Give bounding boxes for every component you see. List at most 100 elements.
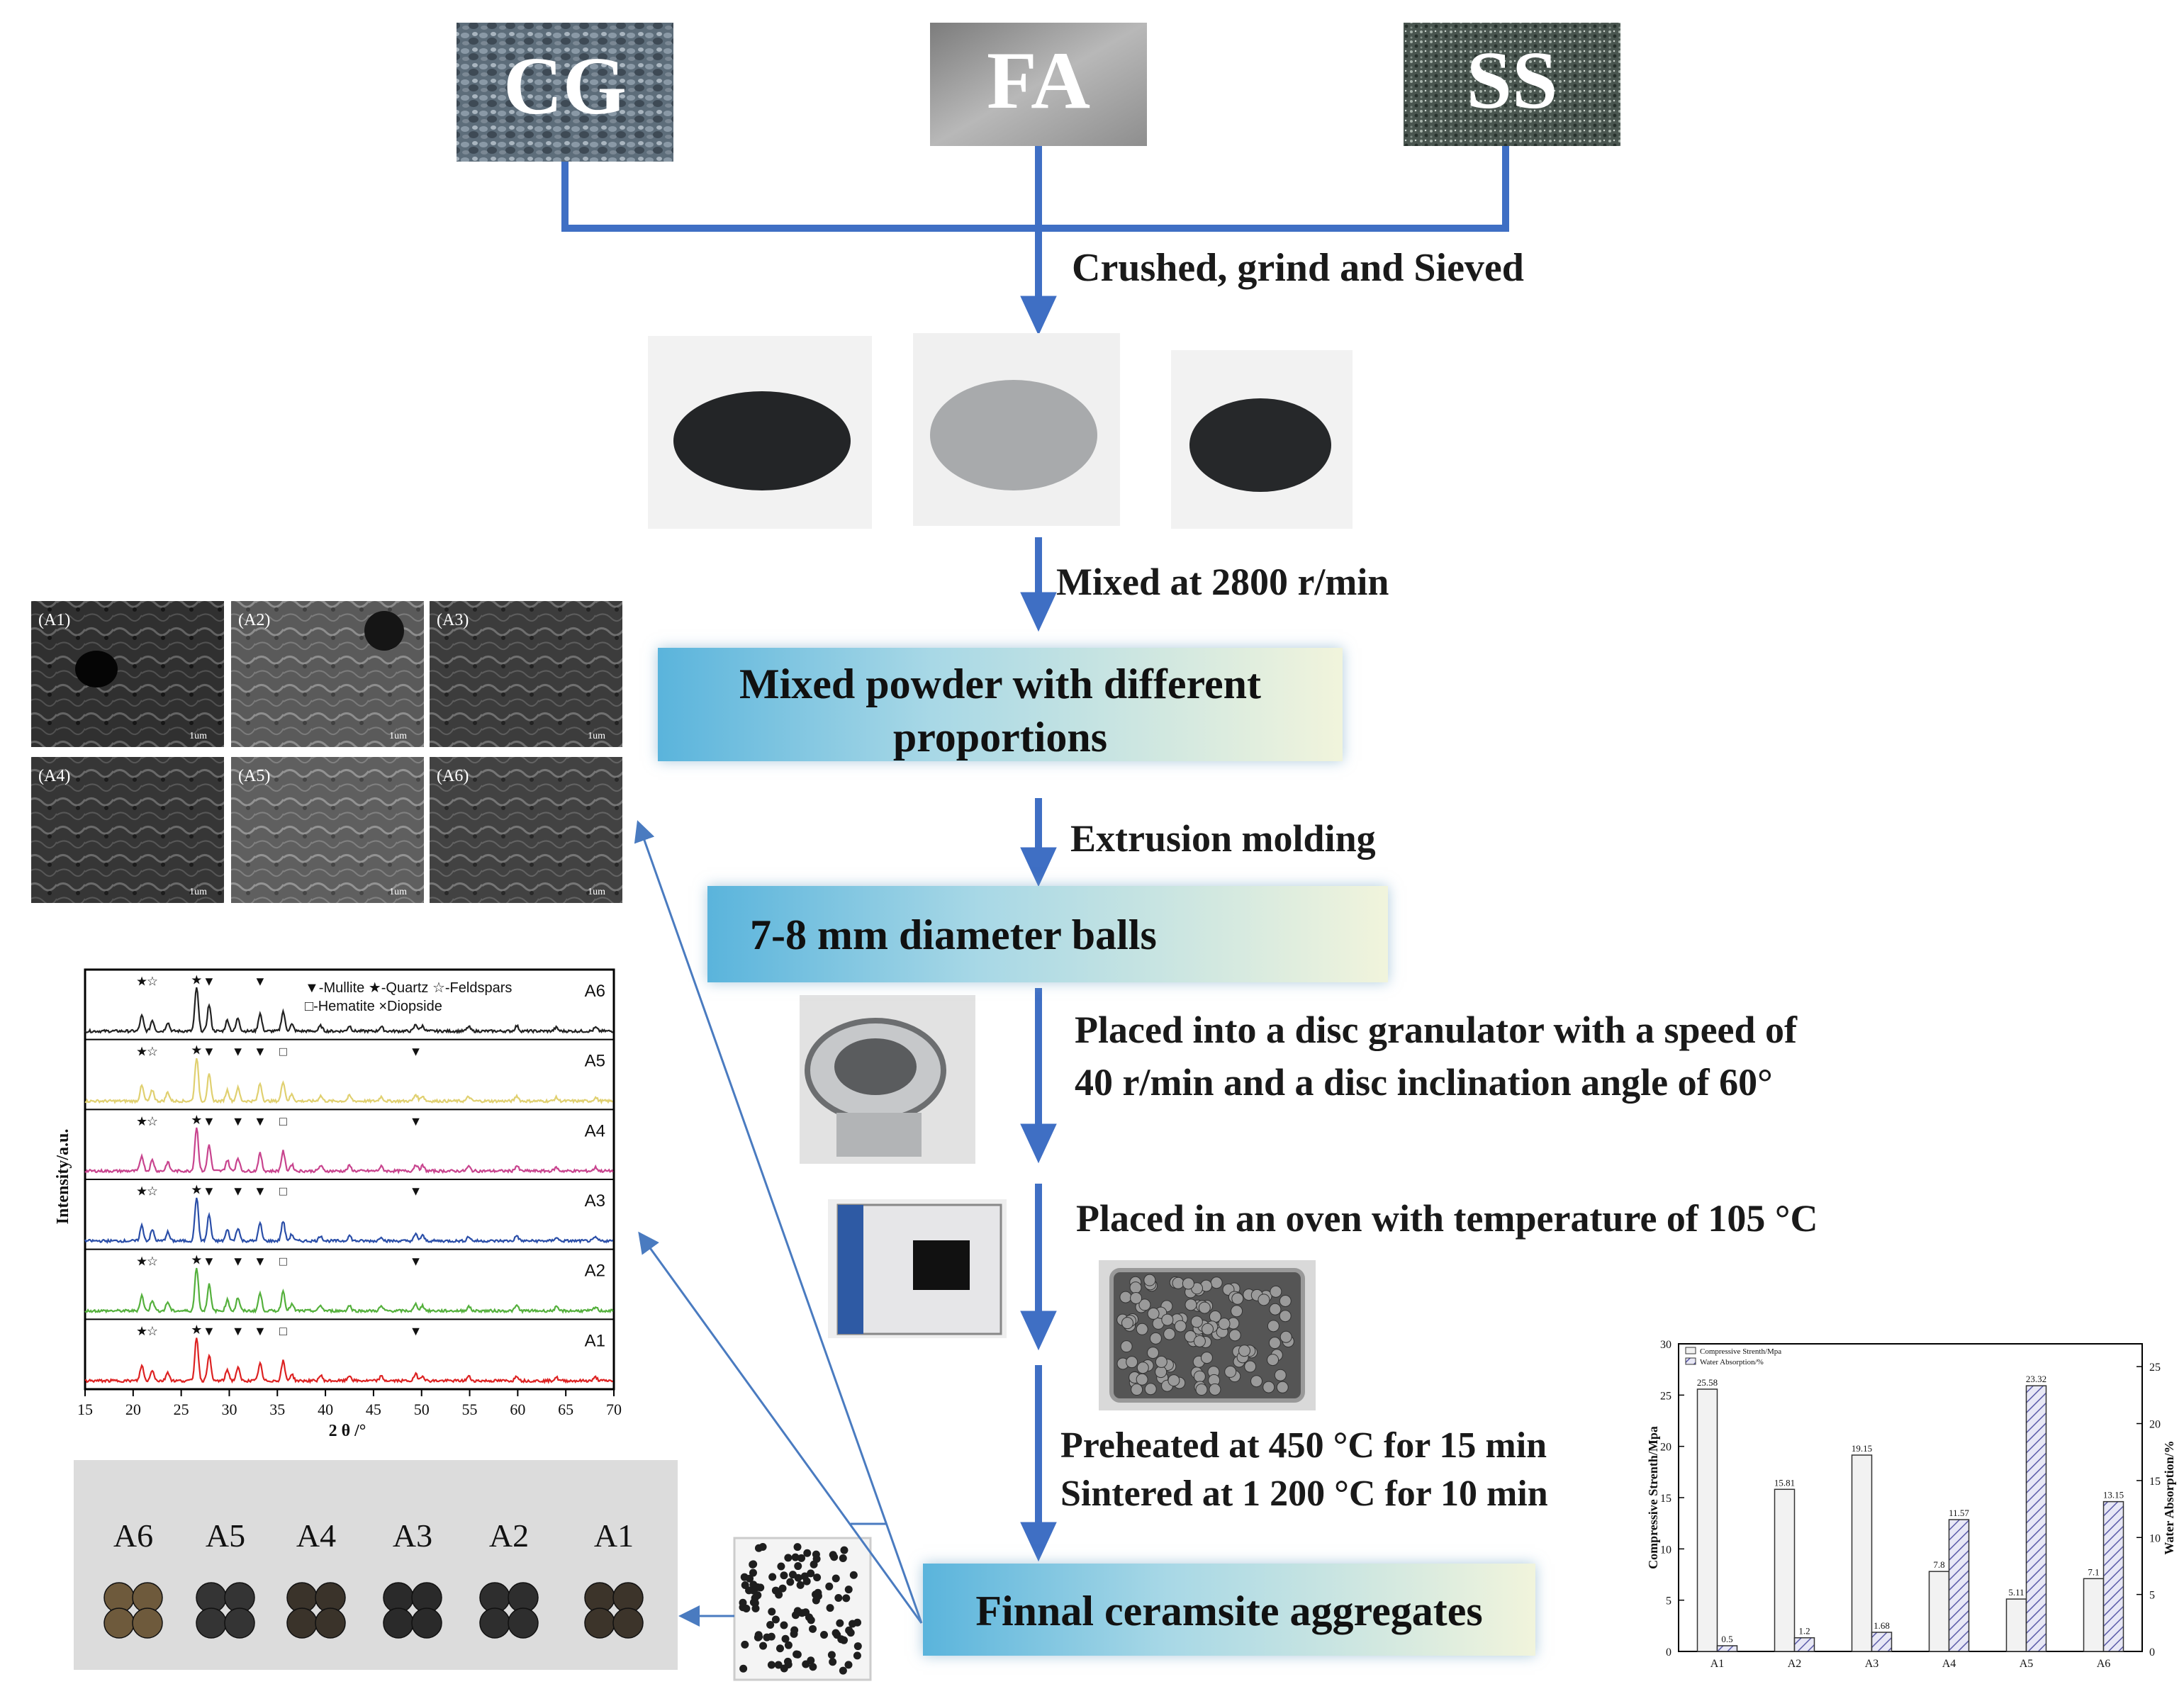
bar-x-tick: A2 [1788,1658,1802,1670]
balls-box: 7-8 mm diameter balls [707,886,1388,982]
xrd-peak-marker: ▼ [410,1044,422,1058]
sem-image-5: (A5) 1um [231,757,424,903]
xrd-x-tick: 20 [125,1401,141,1418]
xrd-peak-marker: ★ [191,1183,202,1197]
xrd-chart: A6★☆▼▼★A5★☆▼▼▼□▼★A4★☆▼▼▼□▼★A3★☆▼▼▼□▼★A2★… [54,968,622,1440]
bar-y2-tick: 25 [2149,1362,2161,1374]
sem-scale: 1um [588,731,605,741]
xrd-pattern-a1 [84,1337,613,1384]
xrd-x-tick: 25 [174,1401,189,1418]
sample-balls [584,1582,644,1639]
xrd-peak-marker: □ [279,1114,287,1128]
sem-image-3: (A3)1um [430,601,622,747]
powder-photo-ss [1171,350,1353,529]
sample-balls [103,1582,163,1639]
xrd-peak-marker: ★ [191,973,202,987]
xrd-peak-marker: ▼ [254,1254,267,1268]
final-aggregates-text: Finnal ceramsite aggregates [975,1588,1483,1634]
xrd-peak-marker: ▼ [410,1114,422,1128]
xrd-peak-marker: ☆ [147,1044,158,1058]
step-preheat: Preheated at 450 °C for 15 min [1060,1425,1547,1466]
bar-y2-tick: 15 [2149,1476,2161,1488]
xrd-pattern-a2 [84,1267,614,1314]
xrd-peak-marker: ▼ [254,1114,267,1128]
final-aggregates-box: Finnal ceramsite aggregates [923,1564,1535,1656]
sample-label: A4 [296,1517,336,1554]
bar-y2-tick: 10 [2149,1532,2161,1544]
disc-granulator-photo [800,995,975,1164]
xrd-pattern-a5 [84,1057,613,1105]
bar-strength-a6 [2083,1578,2105,1652]
xrd-peak-marker: ▼ [203,1044,215,1058]
xrd-peak-marker: ★ [136,1184,147,1199]
xrd-peak-marker: ▼ [410,1184,422,1199]
xrd-peak-marker: ☆ [147,1184,158,1199]
sample-label: A2 [489,1517,529,1554]
xrd-peak-marker: □ [279,1324,287,1338]
xrd-x-tick: 45 [366,1401,381,1418]
xrd-peak-marker: ▼ [410,1324,422,1338]
bar-x-tick: A1 [1710,1658,1725,1670]
xrd-x-tick: 35 [269,1401,285,1418]
oven-photo [828,1199,1007,1338]
sample-balls [479,1582,539,1639]
xrd-peak-marker: ▼ [232,1324,245,1338]
sample-balls [286,1582,346,1639]
xrd-legend-line-1: ▼-Mullite ★-Quartz ☆-Feldspars [305,980,512,996]
bar-value-label: 13.15 [2103,1490,2124,1500]
mixed-powder-box: Mixed powder with different proportions [658,648,1343,761]
xrd-x-tick: 55 [462,1401,478,1418]
powder-photo-fa [913,333,1120,526]
bar-x-tick: A5 [2020,1658,2034,1670]
xrd-x-tick: 40 [318,1401,333,1418]
bar-y-tick: 10 [1660,1544,1671,1556]
xrd-peak-marker: ▼ [203,1324,215,1338]
xrd-x-tick: 70 [606,1401,622,1418]
ss-label: SS [1466,35,1557,126]
powder-photo-cg [648,336,872,529]
sem-image-2: (A2)1um [231,601,424,747]
bar-absorption-a6 [2102,1500,2124,1652]
xrd-peak-marker: ▼ [232,1044,245,1058]
xrd-pattern-a4 [84,1127,614,1174]
mixed-powder-line-1: Mixed powder with different [739,661,1262,707]
step-mix: Mixed at 2800 r/min [1056,561,1389,603]
sem-scale: 1um [389,887,407,897]
xrd-peak-marker: ★ [191,1323,202,1337]
sem-label: (A4) [38,767,70,785]
bar-y2-tick: 0 [2149,1646,2155,1659]
xrd-peak-marker: ★ [191,1113,202,1127]
sem-image-6: (A6)1um [430,757,622,903]
xrd-sample-label: A5 [585,1052,605,1071]
bar-y-tick: 25 [1660,1390,1671,1402]
xrd-peak-marker: ▼ [203,1184,215,1199]
sample-label: A3 [393,1517,432,1554]
bar-y-tick: 5 [1666,1595,1671,1607]
bar-absorption-a1 [1716,1645,1738,1652]
bar-value-label: 1.2 [1798,1626,1810,1637]
dried-balls-tray-photo [1099,1260,1316,1410]
strength-absorption-chart: 051015202530051015202525.580.5A115.811.2… [1646,1339,2176,1670]
sem-label: (A1) [38,611,70,629]
sem-scale: 1um [189,887,207,897]
xrd-legend-line-2: □-Hematite ×Diopside [305,999,442,1014]
xrd-peak-marker: ☆ [147,1324,158,1338]
bar-value-label: 1.68 [1874,1620,1890,1631]
xrd-x-tick: 60 [510,1401,525,1418]
bar-absorption-a5 [2025,1385,2047,1652]
bar-y2-label: Water Absorption/% [2162,1440,2176,1554]
balls-box-text: 7-8 mm diameter balls [750,911,1157,958]
bar-y-tick: 20 [1660,1442,1671,1454]
xrd-pattern-a6 [84,987,613,1035]
bar-value-label: 7.8 [1933,1559,1944,1570]
step-extrude: Extrusion molding [1070,817,1376,860]
step-granulate-1: Placed into a disc granulator with a spe… [1075,1009,1798,1051]
bar-strength-a1 [1696,1388,1718,1652]
sem-image-grid: (A1) 1um (A2)1um(A3)1um (A4) 1um (A5) 1um (A6)1… [31,601,622,903]
bar-value-label: 7.1 [2088,1566,2099,1577]
xrd-y-label: Intensity/a.u. [54,1129,72,1225]
sem-label: (A5) [238,767,270,785]
bar-value-label: 25.58 [1697,1377,1718,1388]
fa-label: FA [987,35,1090,126]
bar-value-label: 11.57 [1949,1508,1969,1518]
